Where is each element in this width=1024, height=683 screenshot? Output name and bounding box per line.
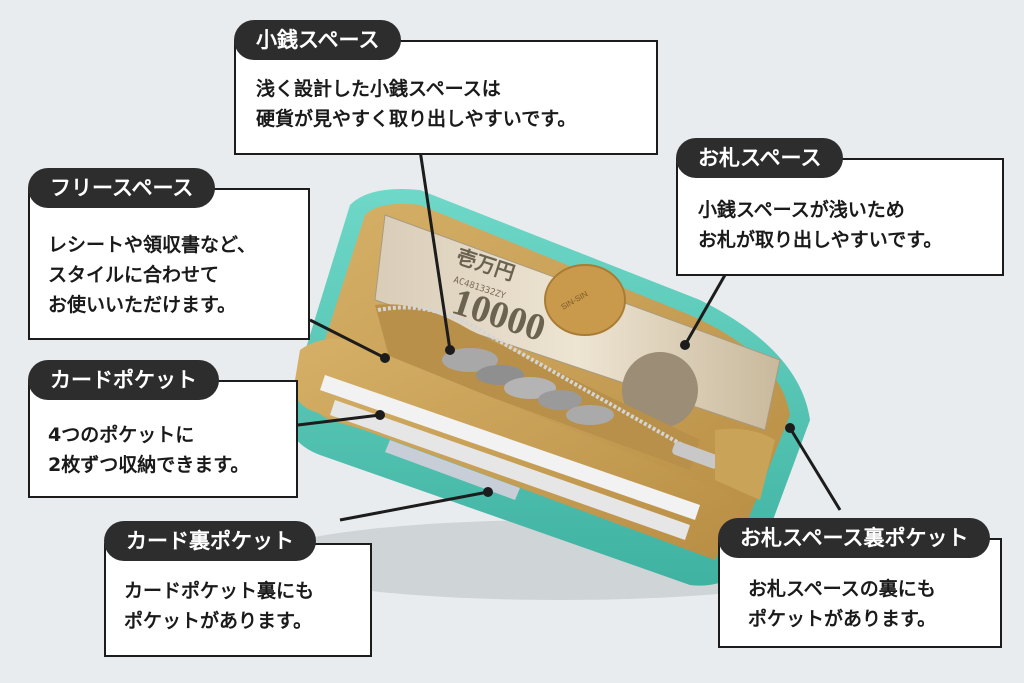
- text-coin-space-line1: 浅く設計した小銭スペースは: [256, 78, 501, 100]
- text-bill-back-pocket-line1: お札スペースの裏にも: [748, 578, 936, 600]
- cards: [320, 375, 700, 540]
- tag-bill-back-pocket: お札スペース裏ポケット: [718, 518, 991, 558]
- text-bill-space-line1: 小銭スペースが浅いため: [698, 199, 905, 221]
- tag-card-pocket: カードポケット: [28, 360, 219, 400]
- bill-back-pocket-flap: [715, 428, 775, 500]
- callout-free-space: [28, 188, 310, 340]
- text-bill-space-line2: お札が取り出しやすいです。: [698, 229, 943, 251]
- text-card-back-pocket-line1: カードポケット裏にも: [124, 580, 315, 602]
- text-coin-space-line2: 硬貨が見やすく取り出しやすいです。: [256, 108, 577, 130]
- text-free-space-line2: スタイルに合わせて: [48, 264, 220, 286]
- pointer-dots: [375, 340, 795, 497]
- tag-free-space: フリースペース: [28, 168, 216, 208]
- text-free-space-line1: レシートや領収書など、: [48, 234, 257, 256]
- tag-card-back-pocket: カード裏ポケット: [104, 521, 316, 561]
- text-card-back-pocket-line2: ポケットがあります。: [124, 610, 313, 632]
- callout-card-back-pocket: [104, 543, 372, 657]
- text-card-pocket-line1: 4つのポケットに: [48, 424, 195, 446]
- tag-bill-space: お札スペース: [676, 138, 844, 178]
- banknote-portrait: [622, 352, 698, 428]
- snap-tab: [544, 264, 626, 336]
- coins: [442, 348, 614, 425]
- text-bill-back-pocket-line2: ポケットがあります。: [748, 608, 937, 630]
- zipper-pull: [672, 441, 720, 469]
- text-free-space-line3: お使いいただけます。: [48, 294, 237, 316]
- text-card-pocket-line2: 2枚ずつ収納できます。: [48, 454, 250, 476]
- zipper: [377, 305, 701, 457]
- pointer-lines: [297, 149, 842, 522]
- tag-coin-space: 小銭スペース: [234, 20, 402, 60]
